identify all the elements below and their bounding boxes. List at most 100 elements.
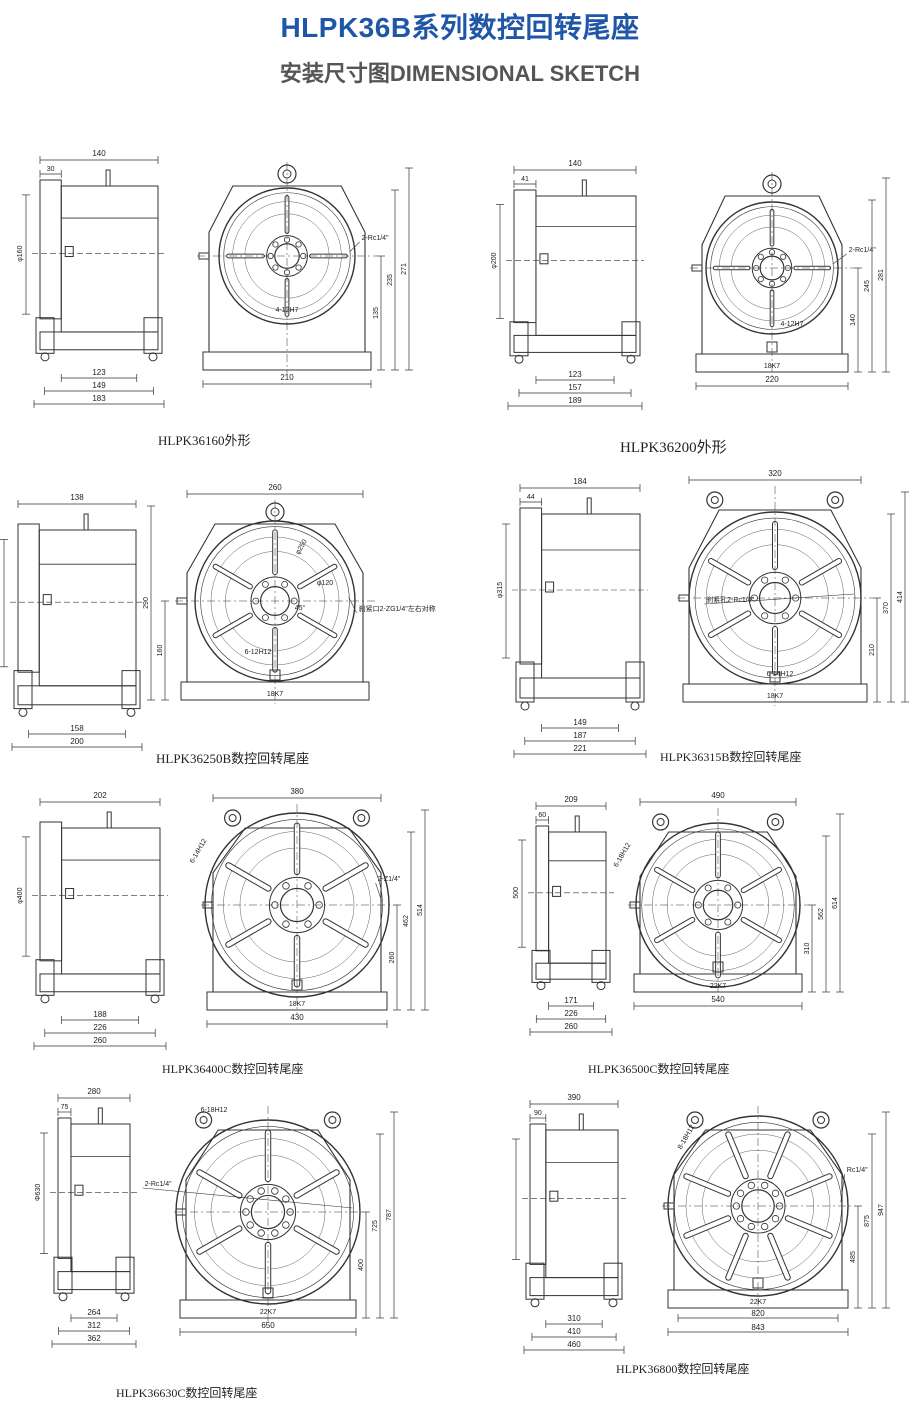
dimension-label: 44	[527, 494, 535, 501]
dimension-label: 18K7	[764, 363, 780, 370]
dimension-label: 650	[261, 1321, 275, 1330]
dimension-label: 485	[850, 1251, 857, 1263]
caption-hlpk36200: HLPK36200外形	[620, 440, 727, 456]
t-slot-inner	[213, 613, 252, 638]
t-slot-inner	[785, 1216, 832, 1238]
caption-hlpk36315b: HLPK36315B数控回转尾座	[660, 750, 802, 764]
dimension-label: 60	[538, 812, 546, 819]
dimension-label: 514	[417, 904, 424, 916]
dimension-label: 2-Z1/4"	[378, 876, 401, 883]
dimension-label: φ200	[491, 252, 498, 268]
t-slot-inner	[323, 863, 368, 891]
dimension-label: 4-12H7	[781, 321, 804, 328]
dimension-label: 260	[93, 1036, 107, 1045]
t-slot-inner	[655, 867, 695, 893]
dimension-label: 260	[564, 1022, 578, 1031]
t-slot-inner	[323, 919, 368, 947]
dimension-label: 390	[567, 1093, 581, 1102]
dimension-label: 370	[883, 602, 890, 614]
page-subtitle: 安装尺寸图DIMENSIONAL SKETCH	[279, 61, 641, 86]
dimension-label: 787	[386, 1209, 393, 1221]
dimension-label: 158	[70, 724, 84, 733]
dimension-label: Rc1/4"	[847, 1167, 868, 1174]
dimension-label: φ160	[17, 245, 24, 261]
dimension-label: 157	[568, 383, 582, 392]
dimension-label: 184	[573, 477, 587, 486]
dimension-label: 430	[290, 1013, 304, 1022]
dimension-label: 460	[567, 1340, 581, 1349]
dimension-label: 140	[850, 314, 857, 326]
page-title: HLPK36B系列数控回转尾座	[280, 12, 640, 43]
dimension-label: 500	[513, 887, 520, 899]
dimension-label: 280	[87, 1087, 101, 1096]
dimension-label: 202	[93, 791, 107, 800]
dimension-label: 843	[751, 1323, 765, 1332]
dimension-label: 138	[70, 493, 84, 502]
dimension-label: 6-18H12	[201, 1107, 228, 1114]
t-slot-inner	[684, 1216, 731, 1238]
dimension-label: 410	[567, 1327, 581, 1336]
t-slot-inner	[294, 1170, 339, 1198]
t-slot-inner	[726, 1233, 748, 1280]
dimension-label: 22K7	[260, 1309, 276, 1316]
t-slot-inner	[226, 919, 271, 947]
dimension-label: φ315	[497, 582, 504, 598]
dimension-label: 18K7	[267, 691, 283, 698]
caption-hlpk36630c: HLPK36630C数控回转尾座	[116, 1386, 258, 1400]
dimension-label: 123	[568, 370, 582, 379]
caption-hlpk36500c: HLPK36500C数控回转尾座	[588, 1062, 730, 1076]
dimension-label: 123	[92, 368, 106, 377]
dimension-label: 6-18H12	[613, 842, 633, 869]
t-slot-inner	[684, 1174, 731, 1196]
t-slot-inner	[741, 867, 781, 893]
dimension-label: 947	[878, 1204, 885, 1216]
dimension-label: 135	[373, 307, 380, 319]
dimension-label: 187	[573, 731, 587, 740]
dimension-label: φ400	[17, 887, 24, 903]
caption-hlpk36400c: HLPK36400C数控回转尾座	[162, 1062, 304, 1076]
dimension-label: 18K7	[289, 1001, 305, 1008]
dimension-label: 725	[372, 1220, 379, 1232]
dimension-label: 210	[280, 373, 294, 382]
dimension-label: 614	[832, 897, 839, 909]
caption-hlpk36160: HLPK36160外形	[158, 433, 251, 448]
dimension-label: 22K7	[710, 983, 726, 990]
t-slot-inner	[799, 611, 842, 637]
front-view-6: 400 725 787 2-Rc1/4" 22K7 6-18H12 650	[142, 1106, 398, 1336]
dimension-label: 245	[864, 280, 871, 292]
dimension-label: 188	[93, 1010, 107, 1019]
t-slot-inner	[708, 559, 751, 585]
t-slot-inner	[197, 1226, 242, 1254]
dimension-label: 200	[70, 737, 84, 746]
dimension-label: 260	[268, 483, 282, 492]
dimension-label: 562	[818, 908, 825, 920]
dimension-label: 刹紧孔2-Rc1/4"	[706, 595, 755, 604]
front-view-2: 刹紧口2-ZG1/4"左右对称18K76-12H12260φ250φ12045°…	[143, 483, 436, 704]
dimension-label: 290	[143, 597, 150, 609]
dimension-label: 183	[92, 394, 106, 403]
dimension-label: 462	[403, 915, 410, 927]
dimension-label: 400	[358, 1259, 365, 1271]
t-slot-inner	[768, 1233, 790, 1280]
dimension-label: 281	[878, 269, 885, 281]
dimension-label: 210	[869, 644, 876, 656]
dimension-label: 220	[765, 375, 779, 384]
dimension-label: 4-12H7	[276, 307, 299, 314]
dimension-label: 875	[864, 1215, 871, 1227]
dimension-label: 2-Rc1/4"	[145, 1181, 173, 1188]
dimension-label: φ120	[317, 580, 333, 587]
side-view-2: 138 158 200	[0, 493, 144, 751]
caption-hlpk36250b: HLPK36250B数控回转尾座	[156, 751, 310, 766]
dimension-label: 41	[521, 176, 529, 183]
dimension-label: 226	[564, 1009, 578, 1018]
dimension-label: 149	[92, 381, 106, 390]
